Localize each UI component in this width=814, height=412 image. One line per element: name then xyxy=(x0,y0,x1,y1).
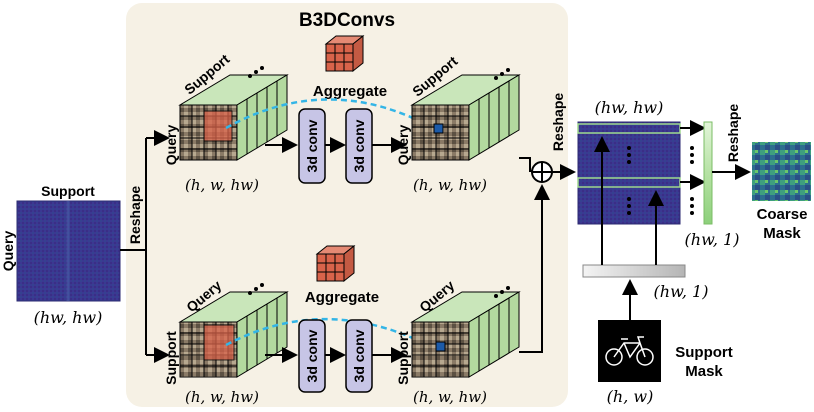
coarse-mask-image xyxy=(752,142,811,201)
sum-symbol xyxy=(531,161,553,183)
output-vector-dims: (hw, 1) xyxy=(685,230,740,249)
top-input-dims: (h, w, hw) xyxy=(185,176,259,194)
bottom-conv2-label: 3d conv xyxy=(351,329,367,382)
bottom-output-support-label: Support xyxy=(395,331,411,385)
output-vector xyxy=(703,121,713,225)
top-input-query-label: Query xyxy=(163,125,179,166)
reshape-label-right: Reshape xyxy=(550,93,566,152)
top-output-cube xyxy=(410,68,521,161)
bottom-input-support-label: Support xyxy=(163,331,179,385)
bicycle-icon xyxy=(605,336,654,366)
bottom-aggregate-label: Aggregate xyxy=(305,289,379,306)
input-correlation-matrix xyxy=(16,200,121,302)
coarse-mask-label-line2: Mask xyxy=(763,225,801,242)
bottom-output-cube xyxy=(410,286,521,378)
top-conv2-label: 3d conv xyxy=(351,119,367,172)
bottom-merge-arrow xyxy=(519,184,550,353)
coarse-mask-label-line1: Coarse xyxy=(757,206,808,223)
fused-matrix xyxy=(577,121,681,225)
support-mask-label-line2: Mask xyxy=(685,363,723,380)
bottom-output-dims: (h, w, hw) xyxy=(413,388,487,406)
bottom-conv1-label: 3d conv xyxy=(304,329,320,382)
support-mask-label-line1: Support xyxy=(675,344,733,361)
top-input-cube xyxy=(178,66,289,161)
support-mask-image xyxy=(598,320,661,382)
fused-matrix-dims: (hw, hw) xyxy=(595,98,664,117)
reshape-label-final: Reshape xyxy=(725,104,741,163)
mask-vector xyxy=(582,264,686,278)
top-conv1-label: 3d conv xyxy=(304,119,320,172)
top-output-dims: (h, w, hw) xyxy=(413,176,487,194)
mask-vector-dims: (hw, 1) xyxy=(654,282,709,301)
bottom-input-dims: (h, w, hw) xyxy=(185,388,259,406)
input-dims-label: (hw, hw) xyxy=(34,308,103,327)
reshape-label-left: Reshape xyxy=(127,186,143,245)
bottom-aggregate-cube xyxy=(315,244,356,283)
ellipsis-dots xyxy=(690,146,694,215)
support-mask-dims: (h, w) xyxy=(607,387,654,406)
top-output-query-label: Query xyxy=(395,125,411,166)
input-query-label: Query xyxy=(0,231,16,272)
top-aggregate-label: Aggregate xyxy=(313,83,387,100)
top-aggregate-dashed-arrow xyxy=(225,98,440,132)
top-aggregate-cube xyxy=(324,34,365,73)
bottom-input-cube xyxy=(178,283,289,378)
panel-title: B3DConvs xyxy=(299,10,395,31)
input-support-label: Support xyxy=(41,183,95,199)
